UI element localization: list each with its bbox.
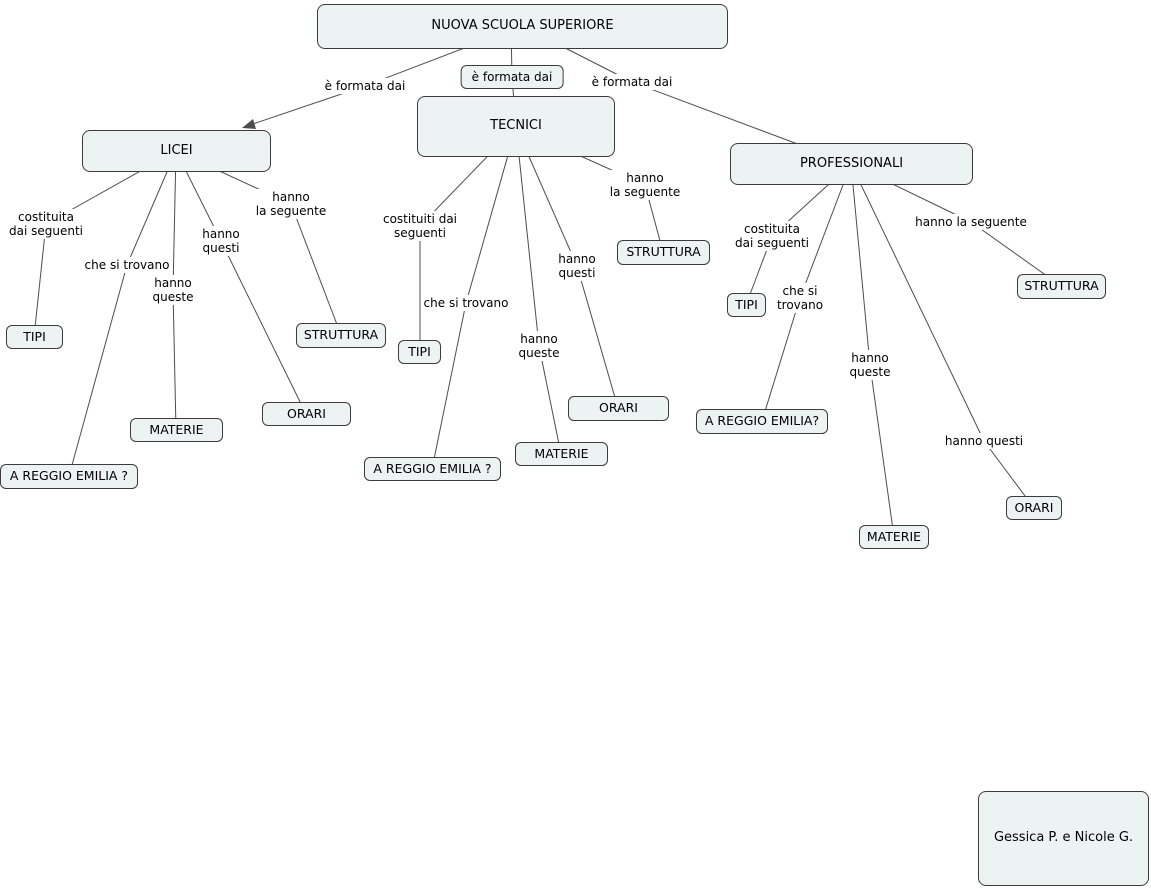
edge [515, 126, 540, 347]
link-label-tecnici-struttura[interactable]: hanno la seguente [606, 169, 684, 201]
link-label-professionali-struttura[interactable]: hanno la seguente [912, 213, 1030, 231]
edge [576, 265, 619, 409]
node-professionali-materie[interactable]: MATERIE [859, 525, 929, 549]
link-label-licei-materie[interactable]: hanno queste [149, 274, 197, 306]
link-label-tecnici-orari[interactable]: hanno questi [555, 250, 599, 282]
node-licei-a-reggio-emilia[interactable]: A REGGIO EMILIA ? [0, 464, 138, 489]
edge [761, 297, 801, 422]
link-label-professionali-orari[interactable]: hanno questi [941, 432, 1027, 450]
node-tecnici-struttura[interactable]: STRUTTURA [617, 240, 710, 265]
link-label-licei-tipi[interactable]: costituita dai seguenti [5, 208, 87, 240]
node-nuova-scuola-superiore[interactable]: NUOVA SCUOLA SUPERIORE [317, 4, 728, 49]
node-licei-orari[interactable]: ORARI [262, 402, 351, 426]
link-label-tecnici-tipi[interactable]: costituiti dai seguenti [379, 210, 461, 242]
node-credits[interactable]: Gessica P. e Nicole G. [978, 791, 1149, 886]
node-tecnici-tipi[interactable]: TIPI [398, 340, 441, 364]
node-licei-materie[interactable]: MATERIE [130, 418, 223, 442]
link-label-tecnici-dove[interactable]: che si trovano [420, 294, 512, 312]
node-professionali-orari[interactable]: ORARI [1006, 496, 1062, 520]
edge [172, 289, 177, 431]
node-professionali-struttura[interactable]: STRUTTURA [1017, 274, 1106, 299]
edge [220, 240, 307, 415]
link-label-tecnici-materie[interactable]: hanno queste [515, 330, 563, 362]
node-licei-tipi[interactable]: TIPI [6, 325, 63, 349]
edge [68, 264, 128, 477]
edge [850, 163, 871, 366]
edge [850, 163, 985, 442]
node-licei-struttura[interactable]: STRUTTURA [296, 323, 386, 348]
node-professionali-a-reggio-emilia[interactable]: A REGGIO EMILIA? [696, 409, 828, 434]
node-professionali[interactable]: PROFESSIONALI [730, 143, 973, 185]
link-label-professionali-materie[interactable]: hanno queste [846, 349, 894, 381]
node-licei[interactable]: LICEI [82, 130, 271, 172]
edge [290, 203, 342, 336]
node-tecnici-a-reggio-emilia[interactable]: A REGGIO EMILIA ? [364, 457, 501, 481]
edge [538, 345, 562, 455]
node-tecnici-orari[interactable]: ORARI [568, 396, 669, 421]
link-label-professionali-tipi[interactable]: costituita dai seguenti [731, 220, 813, 252]
node-professionali-tipi[interactable]: TIPI [727, 293, 766, 317]
link-label-formata-licei[interactable]: è formata dai [321, 77, 409, 95]
link-label-licei-orari[interactable]: hanno questi [199, 225, 243, 257]
link-label-licei-dove[interactable]: che si trovano [81, 256, 173, 274]
edge [431, 302, 467, 470]
edge [33, 223, 47, 338]
link-label-formata-professionali[interactable]: è formata dai [588, 73, 676, 91]
node-tecnici-materie[interactable]: MATERIE [515, 442, 608, 466]
link-label-formata-tecnici[interactable]: è formata dai [460, 64, 564, 90]
link-label-professionali-dove[interactable]: che si trovano [773, 282, 827, 314]
link-label-licei-struttura[interactable]: hanno la seguente [252, 188, 330, 220]
arrowhead-icon [242, 119, 256, 129]
edge [869, 364, 895, 538]
node-tecnici[interactable]: TECNICI [417, 96, 615, 157]
